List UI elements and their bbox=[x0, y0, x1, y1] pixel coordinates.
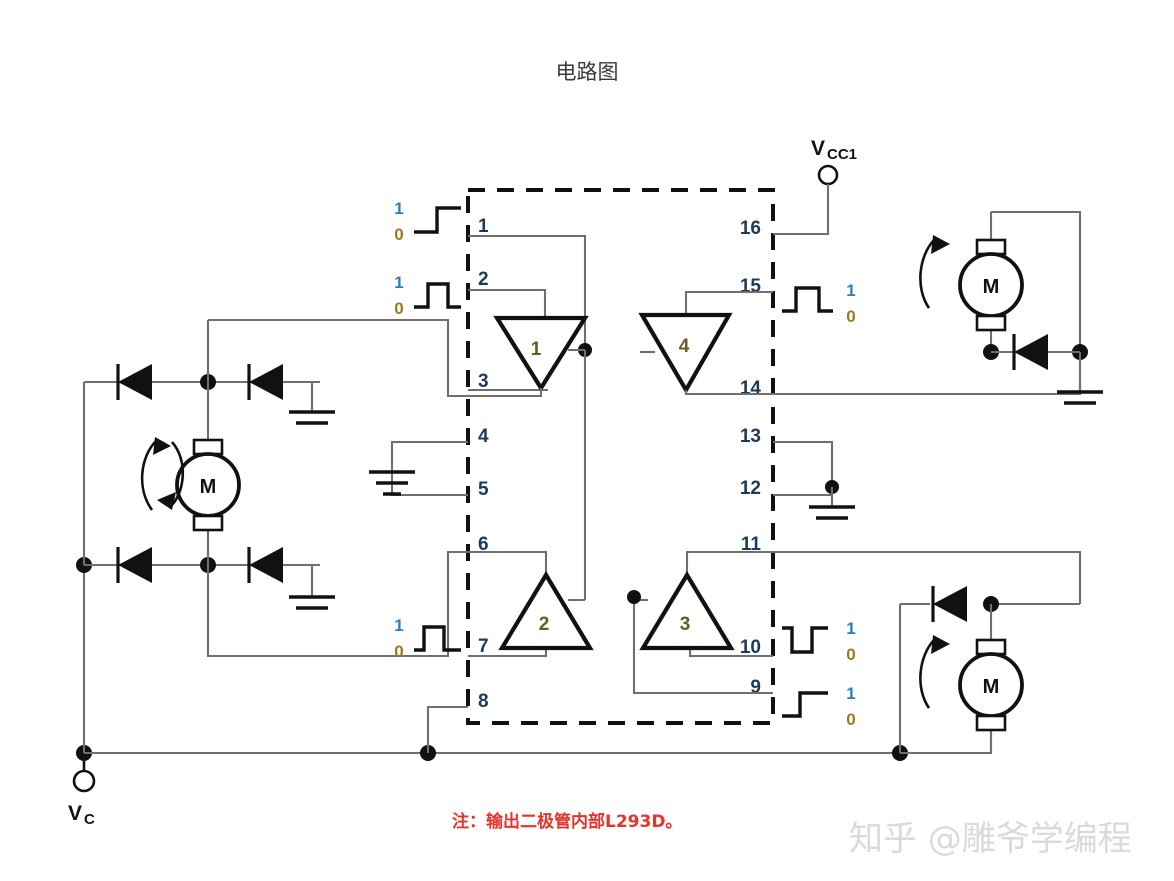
vcc1-label-main: V bbox=[811, 137, 825, 160]
supply-vcc1: V CC1 bbox=[773, 137, 857, 236]
ic-left-pin-numbers: 1 2 3 4 5 6 7 8 bbox=[478, 216, 489, 712]
ground-pins-12-13 bbox=[793, 440, 855, 520]
pin-label-5: 5 bbox=[478, 479, 489, 500]
pin-label-14: 14 bbox=[740, 378, 762, 399]
waveform-pin-10: 1 0 bbox=[782, 619, 856, 664]
waveform-pin-9: 1 0 bbox=[782, 684, 856, 729]
driver-label-3: 3 bbox=[680, 614, 691, 635]
internal-net-driver-2 bbox=[468, 350, 587, 658]
watermark: 知乎 @雕爷学编程 bbox=[849, 819, 1132, 859]
ground-pins-4-5 bbox=[369, 440, 448, 497]
pin-label-11: 11 bbox=[741, 534, 762, 555]
vc-label-sub: C bbox=[84, 811, 95, 828]
waveform-pin1-high-label: 1 bbox=[394, 199, 403, 218]
page-title: 电路图 bbox=[556, 60, 619, 84]
junction-dot-driver3-in bbox=[627, 590, 641, 604]
waveform-pin15-low-label: 0 bbox=[846, 307, 855, 326]
ic-driver-triangle-4: 4 bbox=[638, 312, 773, 396]
pin-label-3: 3 bbox=[478, 371, 489, 392]
ic-pin-stubs bbox=[448, 440, 793, 709]
waveform-pin2-high-label: 1 bbox=[394, 273, 403, 292]
diode-left-bottom-inner bbox=[247, 547, 283, 583]
driver-label-2: 2 bbox=[539, 614, 550, 635]
waveform-pin-7: 1 0 bbox=[394, 616, 461, 661]
waveform-pin9-high-label: 1 bbox=[846, 684, 855, 703]
waveform-pin15-high-label: 1 bbox=[846, 281, 855, 300]
internal-net-driver-1 bbox=[468, 234, 592, 392]
ground-left-upper bbox=[289, 382, 335, 425]
ic-driver-triangle-1: 1 bbox=[468, 315, 589, 398]
ic-package-outline bbox=[466, 188, 775, 725]
bottom-supply-rail bbox=[76, 557, 993, 761]
pin-label-16: 16 bbox=[740, 218, 761, 239]
pin-label-15: 15 bbox=[740, 276, 762, 297]
diode-left-top-outer bbox=[116, 364, 152, 400]
waveform-pin9-low-label: 0 bbox=[846, 710, 855, 729]
diode-left-bottom-outer bbox=[116, 547, 152, 583]
pin-label-6: 6 bbox=[478, 534, 489, 555]
vcc1-label-sub: CC1 bbox=[827, 146, 857, 163]
vc-label-main: V bbox=[68, 802, 82, 825]
pin-label-4: 4 bbox=[478, 426, 489, 447]
diagram-note: 注：输出二极管内部L293D。 bbox=[452, 811, 682, 832]
waveform-pin2-low-label: 0 bbox=[394, 299, 403, 318]
diode-bottom-right bbox=[931, 586, 967, 622]
diode-left-top-inner bbox=[247, 364, 283, 400]
waveform-pin7-high-label: 1 bbox=[394, 616, 403, 635]
bottom-right-motor-network bbox=[773, 550, 1082, 753]
motor-top-right-label: M bbox=[983, 276, 1000, 298]
internal-net-driver-4 bbox=[640, 290, 773, 354]
waveform-pin-2: 1 0 bbox=[394, 273, 461, 318]
ic-right-pin-numbers: 16 15 14 13 12 11 10 9 bbox=[740, 218, 762, 698]
waveform-pin10-high-label: 1 bbox=[846, 619, 855, 638]
ground-left-lower bbox=[289, 565, 335, 610]
pin-label-13: 13 bbox=[740, 426, 761, 447]
pin-label-8: 8 bbox=[478, 691, 489, 712]
waveform-pin7-low-label: 0 bbox=[394, 642, 403, 661]
motor-left-label: M bbox=[200, 476, 217, 498]
pin-label-12: 12 bbox=[740, 478, 761, 499]
ic-driver-triangle-3: 3 bbox=[639, 570, 735, 651]
motor-left: M bbox=[140, 437, 241, 532]
internal-net-driver-3 bbox=[627, 550, 773, 695]
waveform-pin10-low-label: 0 bbox=[846, 645, 855, 664]
motor-top-right: M bbox=[919, 235, 1024, 332]
vc-terminal-node bbox=[72, 769, 96, 793]
pin-label-2: 2 bbox=[478, 269, 489, 290]
motor-bottom-right: M bbox=[919, 635, 1024, 732]
waveform-pin-15: 1 0 bbox=[782, 281, 856, 326]
motor-bottom-right-label: M bbox=[983, 676, 1000, 698]
waveform-pin-1: 1 0 bbox=[394, 199, 461, 244]
waveform-pin1-low-label: 0 bbox=[394, 225, 403, 244]
pin-label-7: 7 bbox=[478, 636, 489, 657]
diode-top-right bbox=[1012, 334, 1048, 370]
pin-label-9: 9 bbox=[750, 677, 761, 698]
ic-driver-triangle-2: 2 bbox=[498, 570, 594, 651]
driver-label-1: 1 bbox=[531, 339, 542, 360]
pin-label-1: 1 bbox=[478, 216, 489, 237]
driver-label-4: 4 bbox=[679, 336, 690, 357]
supply-vc: V C bbox=[68, 745, 96, 828]
pin-label-10: 10 bbox=[740, 637, 761, 658]
ground-top-right bbox=[1057, 352, 1103, 405]
vcc1-terminal-node bbox=[817, 164, 839, 186]
